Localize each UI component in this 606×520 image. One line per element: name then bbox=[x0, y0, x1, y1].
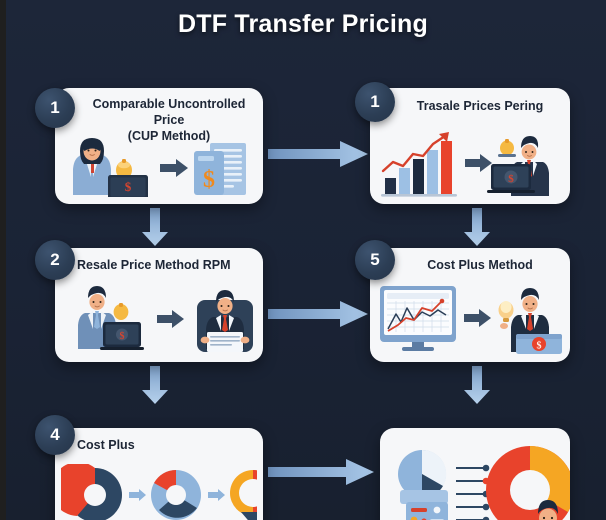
printer-device-icon bbox=[400, 490, 448, 520]
left-edge-strip bbox=[0, 0, 6, 520]
card-trasale-prices-pering[interactable]: Trasale Prices Pering bbox=[370, 88, 570, 204]
growth-bar-chart bbox=[381, 132, 457, 197]
donut-arrow-1-icon bbox=[129, 489, 146, 501]
businessman-document-figure bbox=[197, 290, 253, 352]
inner-arrow-icon bbox=[160, 159, 188, 177]
cost-plus-method-graphic: $ bbox=[380, 286, 562, 354]
businesswoman-figure bbox=[73, 138, 111, 195]
three-donut-charts-graphic bbox=[61, 464, 257, 520]
card-title-5: Cost Plus bbox=[77, 438, 135, 452]
businessman-briefcase-figure: $ bbox=[498, 288, 562, 354]
svg-text:$: $ bbox=[125, 179, 132, 194]
legend-lines bbox=[456, 464, 490, 520]
cup-method-graphic: $ $ bbox=[73, 138, 246, 197]
arrow-top-left-to-top-right bbox=[268, 141, 368, 167]
documents-stack-icon: $ bbox=[194, 143, 246, 195]
svg-text:$: $ bbox=[120, 331, 125, 342]
illustration-cost-plus-method: $ bbox=[370, 282, 570, 356]
inner-arrow-icon bbox=[464, 309, 491, 327]
svg-text:$: $ bbox=[537, 341, 542, 352]
illustration-rpm: $ bbox=[55, 284, 263, 356]
card-title-2: Trasale Prices Pering bbox=[416, 99, 544, 113]
card-title-1-line2: (CUP Method) bbox=[127, 129, 211, 143]
arrow-top-left-down-to-middle-left bbox=[142, 208, 168, 246]
businessman-laptop-figure: $ bbox=[78, 286, 144, 350]
businessman-monitor-figure: $ bbox=[487, 136, 549, 196]
donut-chart-3 bbox=[230, 470, 257, 520]
badge-card-5: 4 bbox=[35, 415, 75, 455]
monitor-line-chart bbox=[380, 286, 456, 351]
card-dashboard-analytics[interactable] bbox=[380, 428, 570, 520]
laptop-dollar-screen: $ bbox=[108, 175, 148, 197]
arrow-middle-right-down-to-bottom-right bbox=[464, 366, 490, 404]
inner-arrow-icon bbox=[465, 154, 492, 172]
gold-coin-icon bbox=[116, 159, 132, 179]
card-title-1: Comparable Uncontrolled Price (CUP Metho… bbox=[55, 96, 263, 144]
card-title-3: Resale Price Method RPM bbox=[77, 258, 231, 272]
page-title: DTF Transfer Pricing bbox=[178, 10, 428, 38]
card-cost-plus-method[interactable]: Cost Plus Method bbox=[370, 248, 570, 362]
card-title-4: Cost Plus Method bbox=[427, 258, 533, 272]
arrow-bottom-left-to-bottom-right bbox=[268, 459, 374, 485]
svg-text:$: $ bbox=[508, 173, 514, 185]
businessman-figure-small bbox=[538, 500, 558, 520]
illustration-trasale-prices: $ bbox=[370, 126, 570, 198]
illustration-cost-plus-donuts bbox=[55, 464, 263, 520]
rpm-graphic: $ bbox=[78, 286, 253, 352]
donut-chart-2 bbox=[151, 469, 201, 520]
svg-text:$: $ bbox=[203, 167, 215, 193]
badge-card-2: 1 bbox=[355, 82, 395, 122]
badge-card-3: 2 bbox=[35, 240, 75, 280]
card-comparable-uncontrolled-price[interactable]: Comparable Uncontrolled Price (CUP Metho… bbox=[55, 88, 263, 204]
donut-arrow-2-icon bbox=[208, 489, 225, 501]
card-cost-plus[interactable]: Cost Plus bbox=[55, 428, 263, 520]
arrow-middle-left-to-middle-right bbox=[268, 301, 368, 327]
arrow-middle-left-down-to-bottom-left bbox=[142, 366, 168, 404]
donut-chart-1 bbox=[61, 464, 122, 520]
trasale-prices-graphic: $ bbox=[381, 132, 549, 197]
illustration-dashboard-analytics bbox=[380, 436, 570, 520]
badge-card-1: 1 bbox=[35, 88, 75, 128]
card-title-1-line1: Comparable Uncontrolled Price bbox=[92, 97, 246, 127]
illustration-cup-method: $ $ bbox=[55, 136, 263, 198]
inner-arrow-icon bbox=[157, 310, 184, 328]
dashboard-analytics-graphic bbox=[398, 446, 570, 520]
card-resale-price-method-rpm[interactable]: Resale Price Method RPM bbox=[55, 248, 263, 362]
badge-card-4: 5 bbox=[355, 240, 395, 280]
arrow-top-right-down-to-middle-right bbox=[464, 208, 490, 246]
